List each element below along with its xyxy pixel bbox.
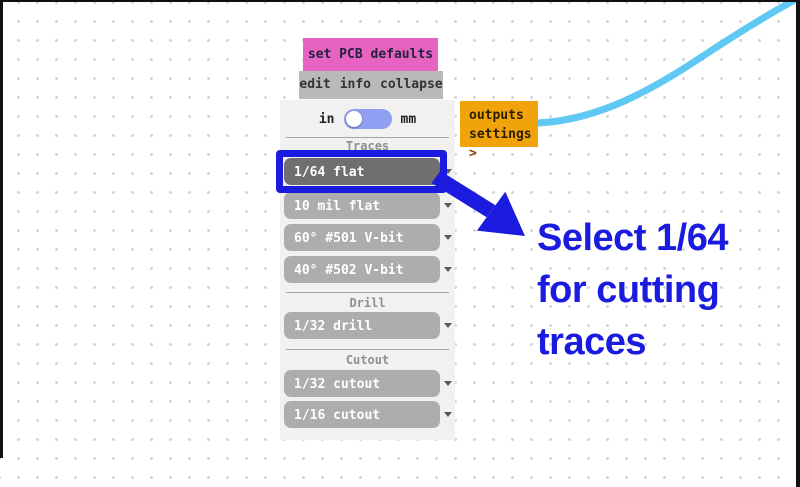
arrow-head [476, 191, 525, 236]
section-divider [286, 349, 449, 350]
annotation-caption: Select 1/64 for cutting traces [537, 212, 787, 368]
module-menu: edit info collapse [299, 71, 443, 99]
caption-line: traces [537, 321, 646, 363]
info-button[interactable]: info [339, 77, 371, 92]
set-pcb-defaults-button[interactable]: set PCB defaults [303, 38, 438, 71]
section-title-drill: Drill [349, 296, 386, 310]
tool-select-1-32-cutout[interactable]: 1/32 cutout [284, 370, 440, 397]
outputs-title: outputs [469, 108, 524, 123]
tool-row: 10 mil flat [284, 192, 452, 219]
units-label-in: in [318, 111, 335, 127]
tool-select-60deg-vbit[interactable]: 60° #501 V-bit [284, 224, 440, 251]
section-title-traces: Traces [345, 139, 390, 153]
settings-output-port[interactable]: settings > [469, 125, 538, 163]
tool-select-10-mil-flat[interactable]: 10 mil flat [284, 192, 440, 219]
wire-path[interactable] [534, 0, 800, 127]
toggle-knob-icon [345, 111, 362, 127]
outputs-panel: outputs settings > [460, 101, 538, 161]
dropdown-arrow-icon [444, 412, 452, 417]
units-label-mm: mm [400, 111, 417, 127]
pcb-defaults-module-panel: in mm Traces 1/64 flat 10 mil flat 60° #… [280, 100, 455, 440]
tool-row: 1/64 flat [284, 158, 452, 185]
dropdown-arrow-icon [444, 169, 452, 174]
dropdown-arrow-icon [444, 267, 452, 272]
tool-row: 1/16 cutout [284, 401, 452, 428]
dropdown-arrow-icon [444, 235, 452, 240]
tool-row: 40° #502 V-bit [284, 256, 452, 283]
tool-row: 1/32 drill [284, 312, 452, 339]
tool-row: 1/32 cutout [284, 370, 452, 397]
settings-port-label: settings [469, 127, 532, 142]
dropdown-arrow-icon [444, 203, 452, 208]
dropdown-arrow-icon [444, 381, 452, 386]
tool-select-1-64-flat[interactable]: 1/64 flat [284, 158, 440, 185]
frame-border-top [0, 0, 800, 2]
dropdown-arrow-icon [444, 323, 452, 328]
section-title-cutout: Cutout [345, 353, 390, 367]
section-divider [286, 292, 449, 293]
tool-select-1-16-cutout[interactable]: 1/16 cutout [284, 401, 440, 428]
caption-line: for cutting [537, 269, 720, 311]
tool-row: 60° #501 V-bit [284, 224, 452, 251]
frame-border-left [0, 0, 3, 458]
units-toggle-row: in mm [280, 106, 455, 132]
edit-button[interactable]: edit [299, 77, 331, 92]
collapse-button[interactable]: collapse [380, 77, 443, 92]
units-toggle[interactable] [343, 109, 392, 129]
tool-select-1-32-drill[interactable]: 1/32 drill [284, 312, 440, 339]
caption-line: Select 1/64 [537, 217, 728, 259]
frame-border-right [796, 0, 800, 487]
section-divider [286, 137, 449, 138]
port-arrow-icon: > [469, 146, 477, 161]
tool-select-40deg-vbit[interactable]: 40° #502 V-bit [284, 256, 440, 283]
